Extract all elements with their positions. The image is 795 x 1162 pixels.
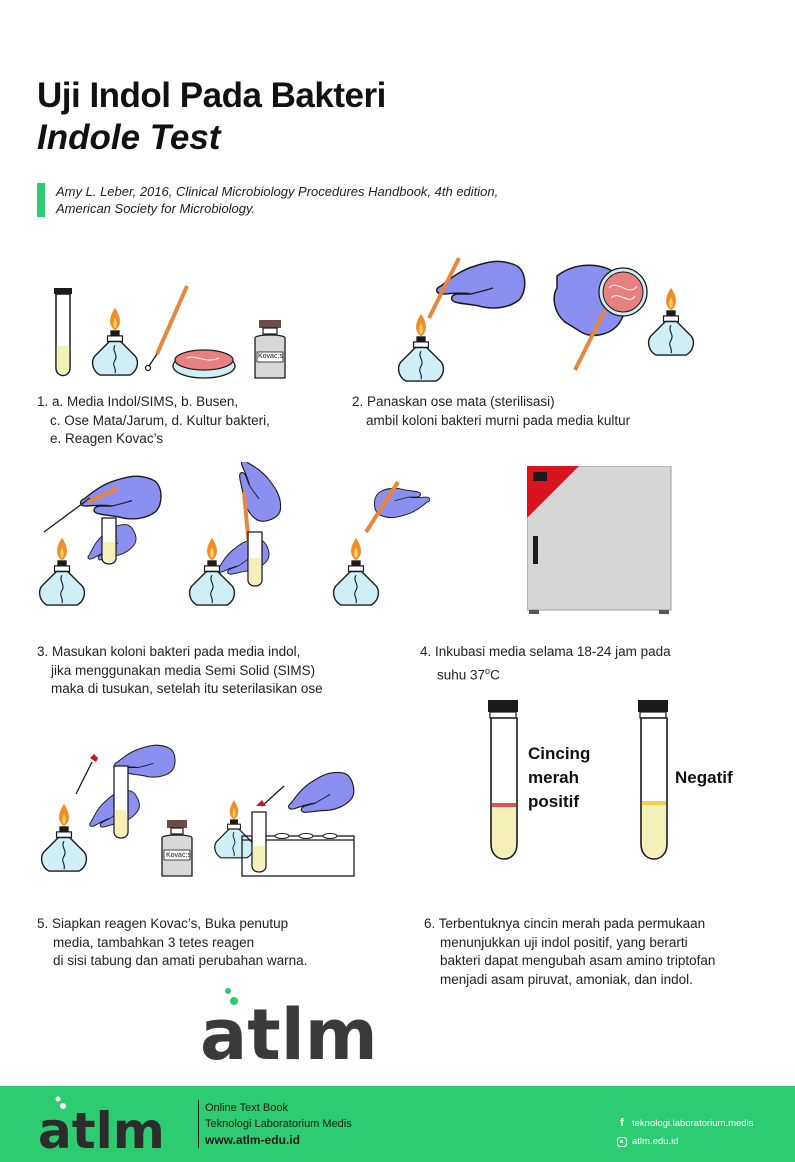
positive-label: Cincing merah positif (528, 742, 590, 814)
tube-rack-icon (241, 833, 355, 877)
instagram-handle: atlm.edu.id (632, 1136, 679, 1147)
gloved-hand-icon (79, 475, 162, 569)
step-4-line-1: 4. Inkubasi media selama 18-24 jam pada (420, 644, 671, 659)
positive-tube (488, 700, 518, 860)
red-ring (492, 803, 516, 807)
bunsen-burner-icon (91, 307, 139, 376)
bunsen-burner-icon (647, 287, 695, 356)
facebook-handle: teknologi.laboratorium.medis (632, 1117, 754, 1129)
step1-illustration (54, 285, 286, 379)
reference-accent-bar (37, 183, 45, 217)
logo-text: atlm (200, 994, 378, 1065)
gloved-hand-icon (435, 260, 526, 309)
bunsen-burner-icon (40, 803, 88, 872)
incubator-icon (527, 466, 672, 614)
facebook-link[interactable]: f teknologi.laboratorium.medis (617, 1117, 753, 1129)
page-subtitle: Indole Test (37, 118, 221, 157)
bunsen-burner-icon (397, 313, 445, 382)
step-4-line-2: suhu 37oC (420, 662, 671, 685)
step-2-line-2: ambil koloni bakteri murni pada media ku… (366, 412, 631, 428)
step-5-line-3: di sisi tabung dan amati perubahan warna… (53, 953, 308, 968)
step-6-line-3: bakteri dapat mengubah asam amino tripto… (440, 953, 716, 968)
step-5-text: 5. Siapkan reagen Kovac’s, Buka penutup … (37, 915, 307, 971)
footer-line-2: Teknologi Laboratorium Medis (205, 1118, 352, 1130)
petri-dish-icon (172, 349, 236, 379)
inoculation-loop-icon (573, 309, 607, 371)
atlm-logo: atlm (200, 988, 378, 1065)
reagent-bottle-icon (161, 820, 193, 877)
step-4-degree: o (485, 665, 491, 676)
positive-label-line-1: Cincing (528, 744, 591, 763)
step-3-text: 3. Masukan koloni bakteri pada media ind… (37, 643, 323, 699)
negative-tube (638, 700, 668, 860)
step-4-temp: suhu 37 (437, 667, 486, 682)
step-3-line-1: 3. Masukan koloni bakteri pada media ind… (37, 644, 301, 659)
step5-illustration (40, 744, 359, 877)
reagent-label-1: Kovac;s (258, 353, 283, 360)
step-2-line-1: 2. Panaskan ose mata (sterilisasi) (352, 394, 555, 409)
inoculation-loop-icon (427, 257, 461, 319)
step-6-text: 6. Terbentuknya cincin merah pada permuk… (424, 915, 715, 989)
step-1-line-3: e. Reagen Kovac’s (50, 431, 164, 446)
inoculation-loop-icon (144, 285, 189, 372)
gloved-hand-icon (282, 767, 359, 822)
step-2-text: 2. Panaskan ose mata (sterilisasi) ambil… (352, 393, 630, 430)
reagent-bottle-icon (254, 320, 286, 379)
step-6-line-1: 6. Terbentuknya cincin merah pada permuk… (424, 916, 706, 931)
step-4-unit: C (490, 667, 500, 682)
reference: Amy L. Leber, 2016, Clinical Microbiolog… (56, 183, 498, 217)
instagram-link[interactable]: atlm.edu.id (617, 1136, 678, 1147)
bunsen-burner-icon (38, 537, 86, 606)
footer (0, 1086, 795, 1162)
footer-logo: atlm (38, 1096, 165, 1153)
footer-divider (198, 1100, 199, 1148)
step-6-line-2: menunjukkan uji indol positif, yang bera… (440, 934, 688, 950)
step-6-line-4: menjadi asam piruvat, amoniak, dan indol… (440, 971, 693, 987)
page-title: Uji Indol Pada Bakteri (37, 76, 386, 115)
step-3-line-3: maka di tusukan, setelah itu seterilasik… (51, 681, 323, 696)
step-1-text: 1. a. Media Indol/SIMS, b. Busen, c. Ose… (37, 393, 270, 449)
step-1-line-2: c. Ose Mata/Jarum, d. Kultur bakteri, (50, 412, 270, 428)
step2-illustration (397, 257, 695, 382)
footer-line-1: Online Text Book (205, 1102, 288, 1114)
yellow-ring (642, 801, 666, 805)
step-1-line-1: 1. a. Media Indol/SIMS, b. Busen, (37, 394, 239, 409)
positive-label-line-2: merah (528, 768, 580, 787)
bunsen-burner-icon (214, 799, 254, 859)
reagent-label-2: Kovac;s (166, 852, 191, 859)
facebook-icon: f (620, 1117, 624, 1129)
reference-line-1: Amy L. Leber, 2016, Clinical Microbiolog… (56, 184, 499, 199)
footer-logo-text: atlm (38, 1102, 165, 1153)
step-3-line-2: jika menggunakan media Semi Solid (SIMS) (51, 662, 316, 678)
dropper-icon (75, 754, 98, 795)
footer-info: Online Text Book Teknologi Laboratorium … (205, 1100, 352, 1148)
bunsen-burner-icon (332, 537, 380, 606)
reference-line-2: American Society for Microbiology. (56, 201, 256, 216)
positive-label-line-3: positif (528, 792, 579, 811)
footer-website-link[interactable]: www.atlm-edu.id (205, 1133, 300, 1147)
test-tube-icon (54, 288, 72, 377)
instagram-icon (617, 1136, 627, 1147)
step-5-line-1: 5. Siapkan reagen Kovac’s, Buka penutup (37, 916, 289, 931)
petri-dish-icon (598, 267, 648, 317)
step-4-text: 4. Inkubasi media selama 18-24 jam pada … (420, 643, 671, 685)
negative-label: Negatif (675, 768, 733, 787)
step3-illustration (38, 462, 430, 606)
step-5-line-2: media, tambahkan 3 tetes reagen (53, 934, 255, 950)
